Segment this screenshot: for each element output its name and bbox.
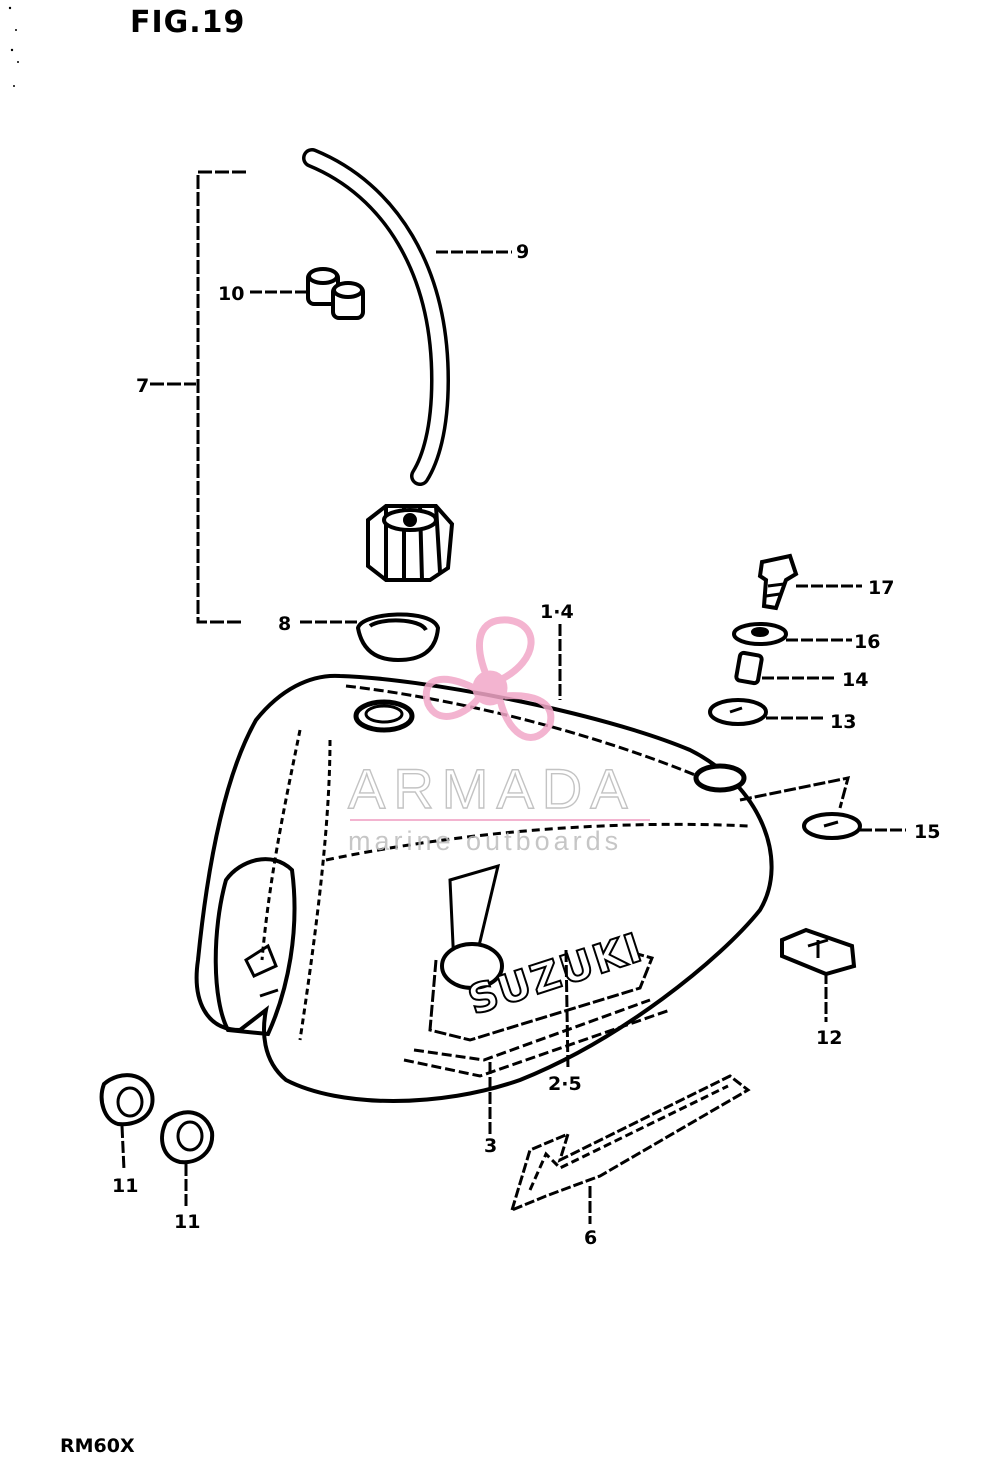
callout-14: 14	[842, 669, 868, 691]
callout-11b: 11	[174, 1211, 200, 1233]
model-code: RM60X	[60, 1435, 135, 1457]
assembly-7-bracket	[150, 170, 246, 624]
suzuki-emblem: SUZUKI	[440, 924, 650, 1025]
rear-cushion	[708, 698, 768, 726]
watermark: ARMADA marine outboards	[347, 616, 650, 856]
callout-16: 16	[854, 631, 880, 653]
callout-2-5: 2·5	[548, 1073, 582, 1095]
hose-clip	[306, 267, 365, 320]
callout-8: 8	[278, 613, 291, 635]
callout-13: 13	[830, 711, 856, 733]
tank-cushion-b	[160, 1110, 215, 1165]
mount-bolt	[757, 553, 799, 611]
callout-9: 9	[516, 241, 529, 263]
watermark-name: ARMADA	[348, 757, 636, 820]
callout-10: 10	[218, 283, 244, 305]
rubber-pad	[780, 927, 857, 977]
callout-6: 6	[584, 1227, 597, 1249]
callout-7: 7	[136, 375, 149, 397]
figure-title: FIG.19	[130, 5, 245, 40]
tank-cushion-a	[99, 1073, 155, 1127]
callout-15: 15	[914, 821, 940, 843]
callout-12: 12	[816, 1027, 842, 1049]
side-decal	[509, 1074, 751, 1213]
propeller-icon	[422, 616, 555, 741]
scan-noise	[8, 6, 19, 87]
callout-3: 3	[484, 1135, 497, 1157]
breather-hose	[302, 148, 451, 486]
cap-gasket	[355, 612, 441, 663]
callout-17: 17	[868, 577, 894, 599]
callouts: 1·4 2·5 3 6 7 8 9 10 11 11 12 13 14 15 1…	[112, 241, 940, 1249]
washer	[732, 622, 788, 646]
fuel-tank	[194, 673, 774, 1103]
side-cushion	[802, 812, 862, 840]
callout-11a: 11	[112, 1175, 138, 1197]
callout-1-4: 1·4	[540, 601, 574, 623]
watermark-tagline: marine outboards	[348, 826, 622, 856]
fuel-cap	[366, 504, 455, 582]
spacer-collar	[734, 650, 764, 686]
leader-lines	[120, 250, 906, 1224]
